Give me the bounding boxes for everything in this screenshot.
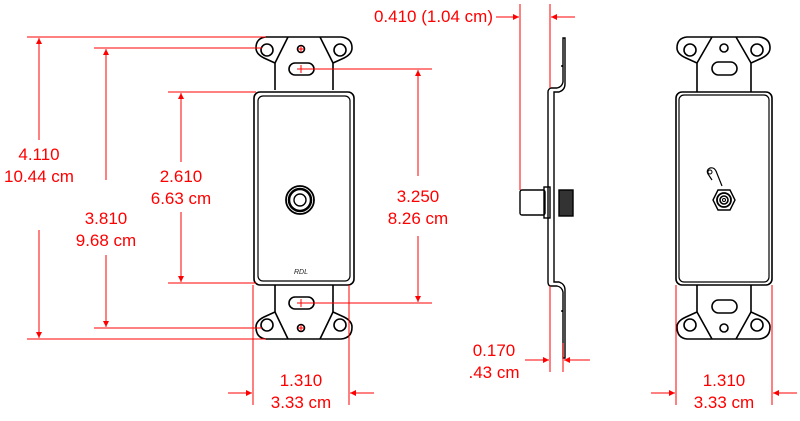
small-hole-bottom [296,323,306,333]
front-view [253,36,355,340]
ear-spacing-label: 3.810 9.68 cm [66,208,146,252]
rear-bottom-ear [676,285,771,340]
front-width-label: 1.310 3.33 cm [261,370,341,414]
ear-spacing-cm: 9.68 cm [75,231,137,250]
side-dimension-lines [496,4,590,372]
slot-spacing-label: 3.250 8.26 cm [378,186,458,230]
rca-jack-front [285,185,315,215]
rear-top-ear [676,36,771,92]
flange-offset-label: 0.170 .43 cm [462,340,526,384]
rear-width-inches: 1.310 [702,371,746,390]
ear-screw-hole-left-bottom [260,318,274,332]
front-width-inches: 1.310 [279,371,323,390]
front-width-cm: 3.33 cm [270,393,332,412]
rear-width-label: 1.310 3.33 cm [684,370,764,414]
side-view [519,37,574,359]
plate-body-outer [253,91,355,286]
rear-view [675,36,773,340]
body-height-cm: 6.63 cm [150,189,212,208]
rear-dimension-lines [651,285,797,405]
rear-width-cm: 3.33 cm [693,393,755,412]
rdl-logo: RDL [294,269,309,276]
bottom-mounting-ear [255,285,353,340]
rear-body-inner [678,94,770,283]
plate-body-inner [257,95,351,282]
flange-offset-inches: 0.170 [472,341,516,360]
overall-height-cm: 10.44 cm [4,167,74,186]
rear-body-outer [675,91,773,286]
body-height-inches: 2.610 [159,167,203,186]
flange-offset-cm: .43 cm [468,363,520,382]
ear-screw-hole-left [260,43,274,57]
ear-screw-hole-right-bottom [333,318,347,332]
front-dimension-lines [27,36,432,405]
ear-spacing-inches: 3.810 [84,209,128,228]
small-hole-top [296,44,306,54]
ear-screw-hole-right [333,43,347,57]
rca-jack-rear [706,167,736,211]
top-mounting-ear [255,36,353,90]
depth-label: 0.410 (1.04 cm) [358,6,493,28]
center-marks [297,46,305,331]
slot-spacing-cm: 8.26 cm [387,209,449,228]
rca-jack-side [519,186,574,219]
overall-height-inches: 4.110 [18,145,60,164]
slot-spacing-inches: 3.250 [396,187,440,206]
body-height-label: 2.610 6.63 cm [141,166,221,210]
depth-value: 0.410 (1.04 cm) [373,7,493,26]
overall-height-label: 4.110 10.44 cm [0,144,78,188]
